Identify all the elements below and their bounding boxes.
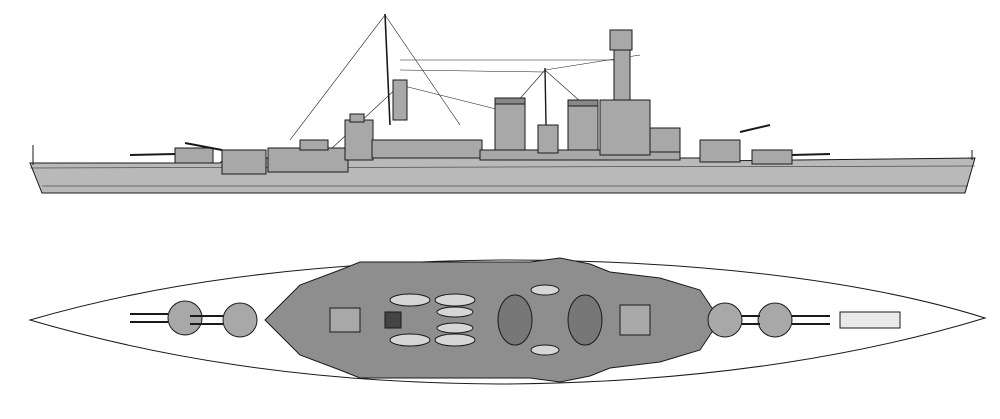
mainmast	[544, 67, 547, 126]
after-funnel-plan	[567, 294, 603, 346]
plan-turrets	[167, 300, 793, 338]
foremast	[384, 13, 391, 126]
turret-b	[221, 149, 267, 175]
forward-funnel-plan	[497, 294, 533, 346]
after-tower-plan	[619, 304, 651, 336]
bridge	[344, 119, 374, 161]
profile-view	[29, 13, 976, 194]
plan-view	[28, 257, 987, 385]
gun-barrels	[130, 313, 830, 325]
boats	[389, 284, 560, 356]
hull-profile	[29, 157, 976, 194]
bridge-plan	[329, 307, 361, 333]
foretop	[392, 79, 408, 121]
quarterdeck-fittings	[839, 311, 901, 329]
turret-x	[699, 139, 741, 163]
deck-line	[29, 165, 976, 169]
foretop-plan	[384, 311, 402, 329]
turret-a	[174, 147, 214, 164]
after-control-tower	[609, 29, 633, 51]
turret-y-plan	[757, 302, 793, 338]
turret-y	[751, 149, 793, 165]
turret-a-plan	[167, 300, 203, 336]
turret-b-plan	[222, 302, 258, 338]
after-funnel	[567, 99, 599, 156]
turret-x-plan	[707, 302, 743, 338]
forward-funnel	[494, 97, 526, 154]
forward-superstructure	[267, 147, 349, 173]
